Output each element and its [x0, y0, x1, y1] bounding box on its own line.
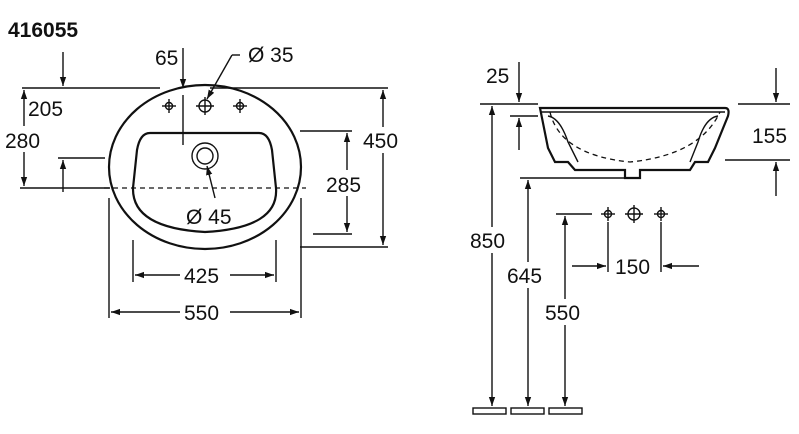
dim-overall-depth: 450 — [363, 130, 398, 153]
basin-profile-outline — [538, 106, 730, 180]
side-tap-right-icon — [654, 207, 668, 221]
dim-bowl-width: 425 — [184, 265, 219, 288]
model-number: 416055 — [8, 19, 78, 42]
dim-bowl-height: 155 — [752, 125, 787, 148]
basin-profile-inner-left — [547, 115, 579, 163]
dim-bowl-depth: 285 — [326, 174, 361, 197]
dim-label-mask — [323, 170, 369, 196]
tap-hole-left-icon — [162, 99, 176, 113]
basin-bowl-hidden-line — [549, 111, 721, 163]
dim-tap-spacing: 150 — [615, 256, 650, 279]
dim-tap-hole: Ø 35 — [248, 44, 294, 67]
dim-rim: 25 — [486, 65, 509, 88]
dim-label-mask — [180, 299, 230, 325]
top-view: 65 Ø 35 205 280 450 285 Ø 45 — [3, 44, 406, 325]
dim-drain-height: 645 — [507, 265, 542, 288]
dim-label-mask — [468, 227, 516, 253]
basin-outer-outline — [107, 83, 303, 251]
dim-drain: Ø 45 — [186, 206, 232, 229]
side-tap-left-icon — [601, 207, 615, 221]
tap-hole-center-icon — [196, 97, 214, 115]
dim-label-mask — [3, 126, 47, 152]
side-view: 25 155 850 645 — [468, 62, 790, 415]
dim-label-mask — [180, 262, 230, 288]
dim-to-tap-row: 205 — [28, 98, 63, 121]
dim-tap-offset: 65 — [155, 47, 178, 70]
dim-label-mask — [505, 262, 553, 288]
dim-label-mask — [360, 127, 406, 153]
dim-tap-height: 550 — [545, 302, 580, 325]
drain-icon — [191, 142, 219, 170]
floor-block — [510, 407, 545, 415]
basin-profile-inner-right — [689, 115, 719, 163]
dim-rim-height: 850 — [470, 230, 505, 253]
dim-overall-width: 550 — [184, 302, 219, 325]
side-tap-center-icon — [625, 205, 643, 223]
dim-label-mask — [542, 299, 590, 325]
floor-block — [472, 407, 507, 415]
bowl-inner-outline — [131, 131, 278, 234]
dim-to-centerline: 280 — [5, 130, 40, 153]
tap-hole-right-icon — [233, 99, 247, 113]
floor-block — [548, 407, 583, 415]
